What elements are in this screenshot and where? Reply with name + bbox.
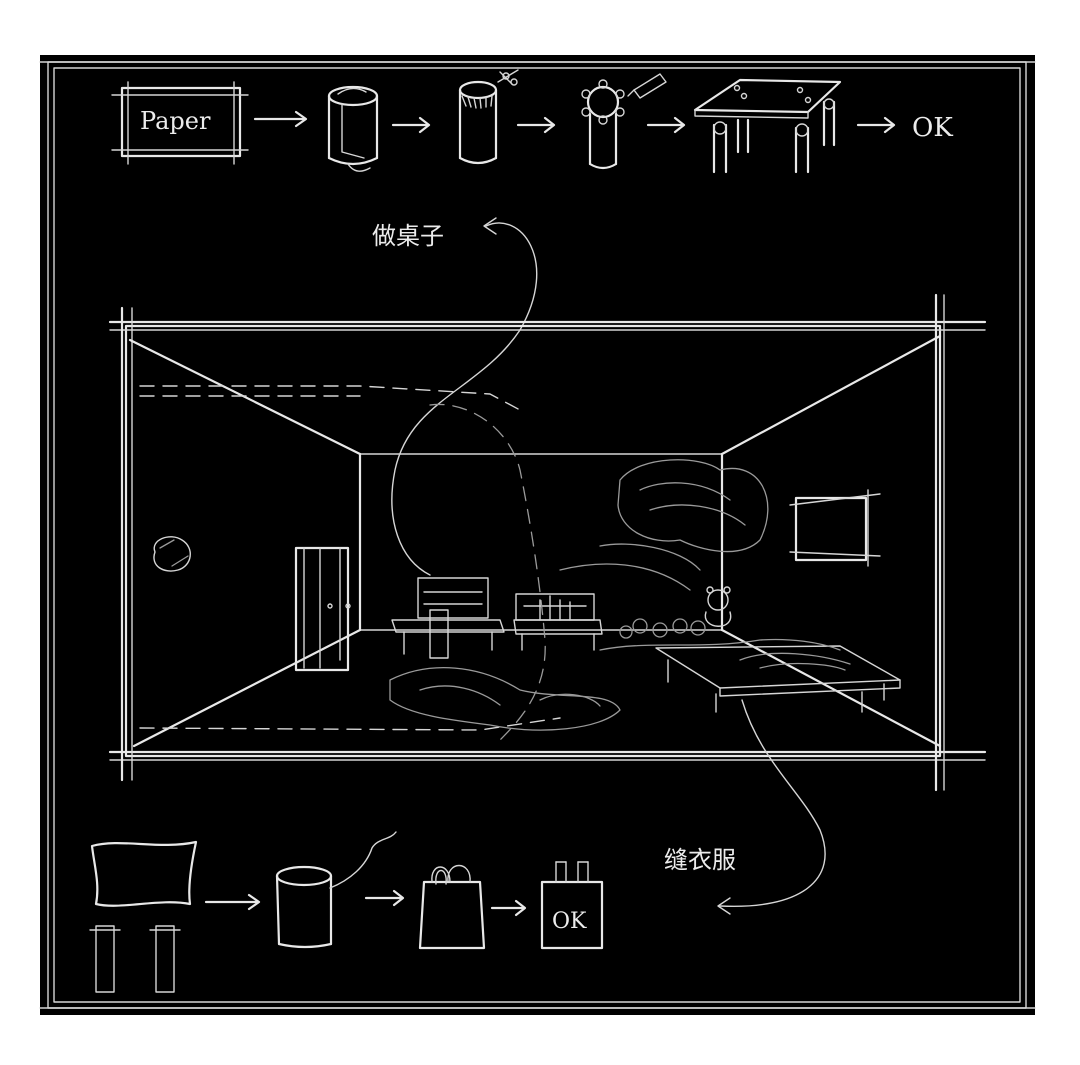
caption-curve	[391, 222, 538, 576]
caption-curve	[719, 699, 826, 908]
ghost-figures	[389, 403, 841, 741]
arrow-icon	[364, 889, 405, 907]
table-caption: 做桌子	[372, 217, 538, 576]
top-ok-label: OK	[912, 113, 953, 143]
sewing-caption-text: 缝衣服	[664, 846, 736, 874]
sewn-tube	[275, 831, 397, 949]
teddy-bears	[619, 586, 732, 639]
paper-sheet: Paper	[111, 81, 249, 165]
scissors-icon	[497, 69, 519, 86]
board-background	[40, 55, 1035, 1015]
board-frame	[39, 61, 1036, 1009]
arrow-icon	[483, 217, 497, 235]
wardrobe-door	[294, 546, 351, 672]
rolled-tube	[327, 85, 379, 172]
paper-table	[693, 78, 842, 174]
sewing-caption: 缝衣服	[664, 699, 826, 915]
table-caption-text: 做桌子	[372, 222, 444, 250]
glue-tube-icon	[627, 73, 667, 99]
bottom-ok-label: OK	[552, 909, 587, 934]
top-sequence: Paper	[111, 69, 953, 174]
fabric-piece	[89, 840, 198, 993]
low-table	[655, 645, 901, 713]
tote-bag	[418, 865, 486, 950]
cut-tube	[458, 69, 519, 165]
wall-ornament	[153, 536, 191, 572]
arrow-icon	[717, 897, 731, 915]
room-sketch	[108, 293, 987, 792]
arrow-icon	[490, 899, 527, 917]
paper-label: Paper	[140, 107, 211, 135]
chair	[391, 577, 505, 659]
arrow-icon	[516, 116, 556, 134]
window	[789, 489, 881, 567]
arrow-icon	[391, 116, 431, 134]
arrow-icon	[204, 893, 261, 911]
finished-bag: OK	[540, 861, 604, 950]
arrow-icon	[856, 116, 896, 134]
bench	[513, 593, 603, 651]
bottom-sequence: OK	[89, 831, 604, 993]
arrow-icon	[646, 116, 686, 134]
arrow-icon	[253, 110, 308, 128]
flared-tube	[581, 73, 667, 170]
